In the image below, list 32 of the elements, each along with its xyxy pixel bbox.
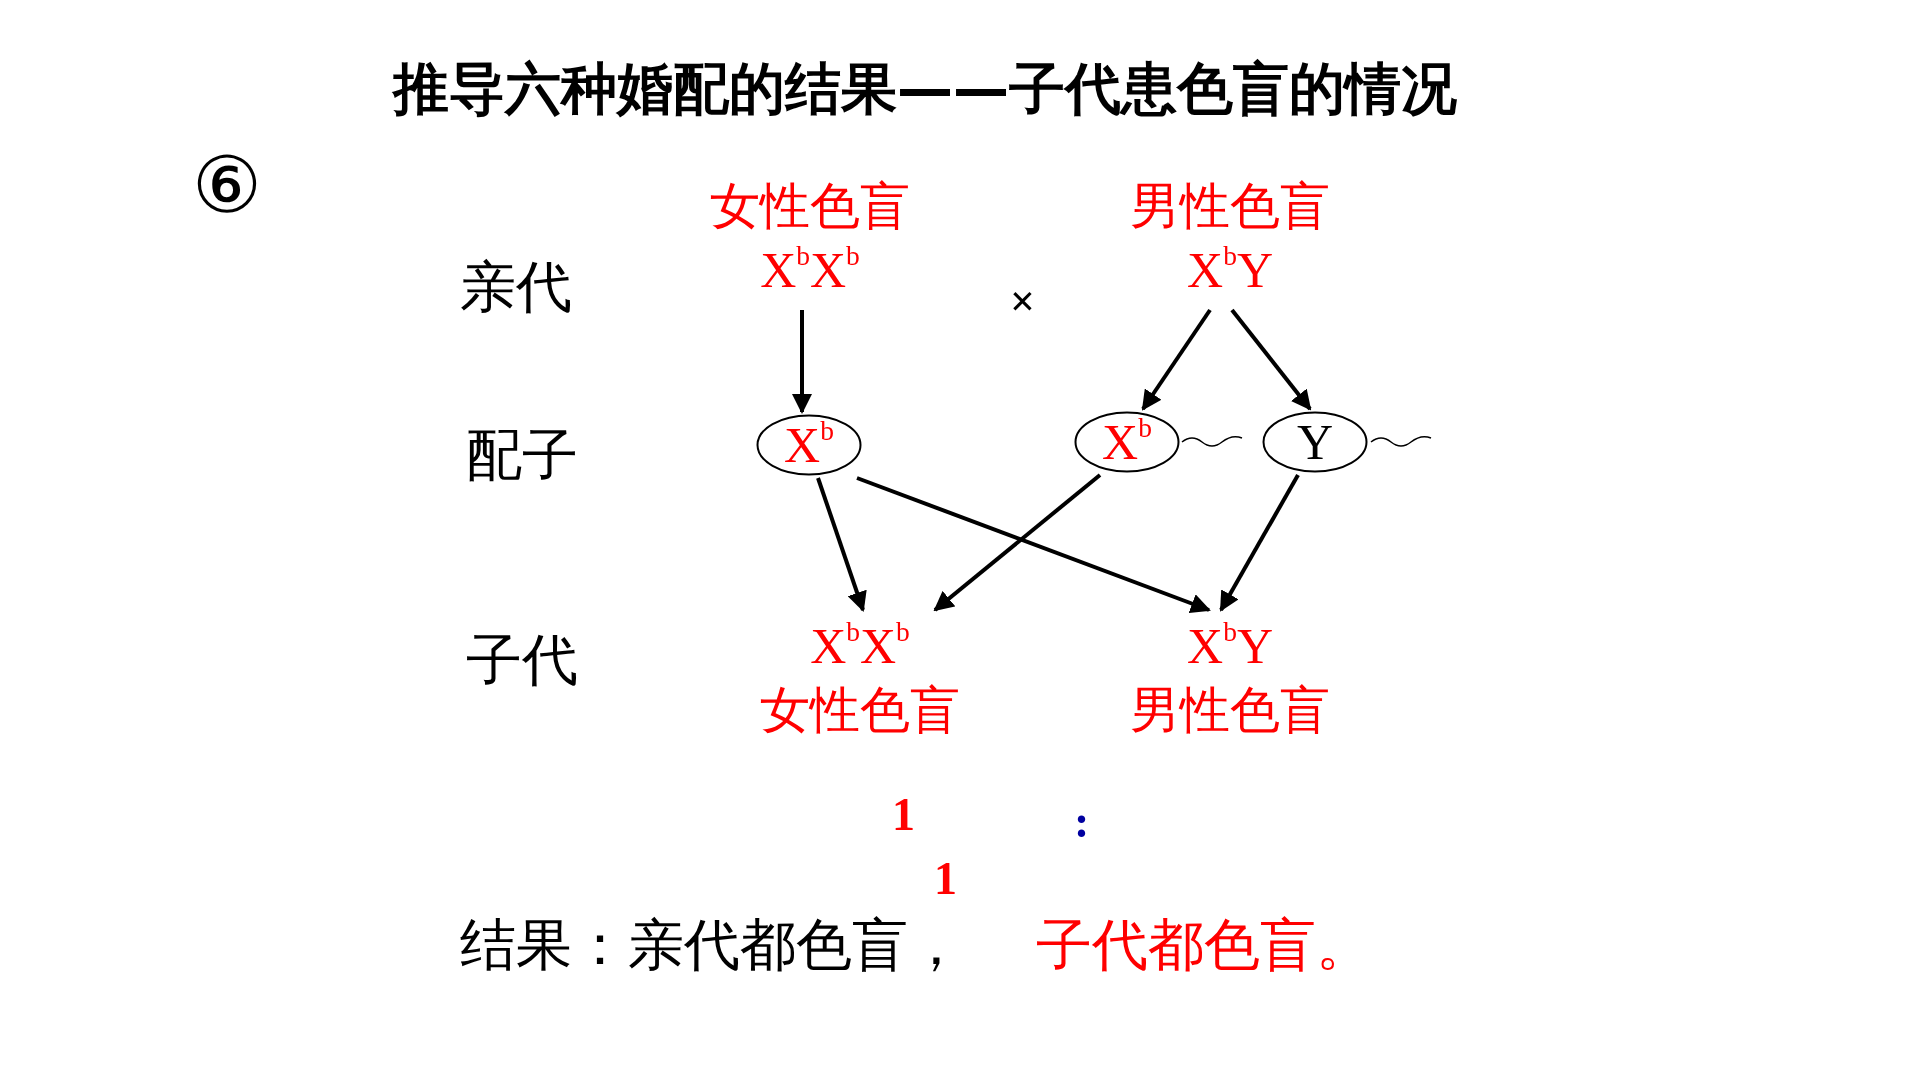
cross-symbol: × <box>1010 276 1036 327</box>
ratio-number: 1 <box>892 788 915 841</box>
circled-number: ⑥ <box>192 141 262 231</box>
result-text: 子代都色盲。 <box>1036 913 1372 978</box>
phenotype-text: 女性色盲 <box>710 177 910 236</box>
gamete-text: X$^{b}$ <box>784 414 834 475</box>
arrow <box>933 473 1102 612</box>
row-label: 子代 <box>466 628 578 693</box>
ratio-separator: : <box>1074 795 1090 848</box>
arrow <box>1141 308 1212 411</box>
genotype-text: X$^{b}$X$^{b}$ <box>760 239 860 300</box>
arrow <box>1230 308 1312 411</box>
ratio-number: 1 <box>934 852 957 905</box>
arrow <box>1219 474 1300 612</box>
genotype-text: X$^{b}$X$^{b}$ <box>810 615 910 676</box>
title: 推导六种婚配的结果——子代患色盲的情况 <box>391 55 1458 123</box>
arrow <box>816 477 867 612</box>
gamete-text: X$^{b}$ <box>1102 411 1152 472</box>
phenotype-text: 男性色盲 <box>1130 681 1330 740</box>
phenotype-text: 男性色盲 <box>1130 177 1330 236</box>
row-label: 配子 <box>466 423 578 488</box>
genotype-text: X$^{b}$Y <box>1187 239 1273 300</box>
result-text: 结果：亲代都色盲， <box>460 913 964 978</box>
genotype-text: X$^{b}$Y <box>1187 615 1273 676</box>
gamete-oval <box>1074 411 1180 473</box>
phenotype-text: 女性色盲 <box>760 681 960 740</box>
gamete-oval <box>1262 411 1368 473</box>
row-label: 亲代 <box>460 255 572 320</box>
gamete-text: Y <box>1296 413 1334 472</box>
arrow <box>856 476 1211 614</box>
arrow <box>792 310 812 414</box>
gamete-oval <box>756 414 862 476</box>
